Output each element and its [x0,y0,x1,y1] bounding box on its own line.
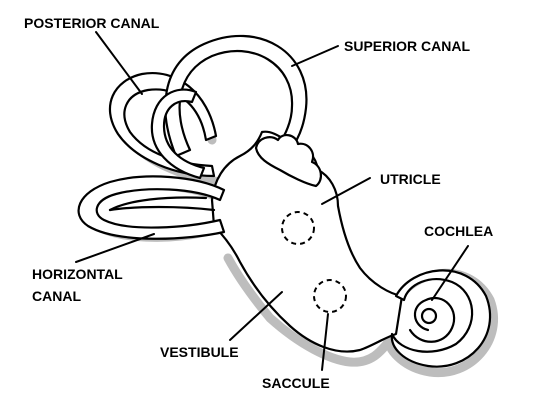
label-utricle: UTRICLE [380,170,441,188]
cochlea-center [422,309,436,323]
label-vestibule: VESTIBULE [160,343,239,361]
outline-layer [79,36,490,367]
leader-superior-canal [292,46,338,66]
label-superior-canal: SUPERIOR CANAL [344,37,470,55]
label-cochlea: COCHLEA [424,222,493,240]
leader-horizontal-canal [76,234,154,262]
label-posterior-canal: POSTERIOR CANAL [24,14,159,32]
label-horizontal-canal-line2: CANAL [32,287,81,305]
label-saccule: SACCULE [262,374,330,392]
horizontal-canal-inner [110,207,214,210]
label-horizontal-canal-line1: HORIZONTAL [32,265,123,283]
